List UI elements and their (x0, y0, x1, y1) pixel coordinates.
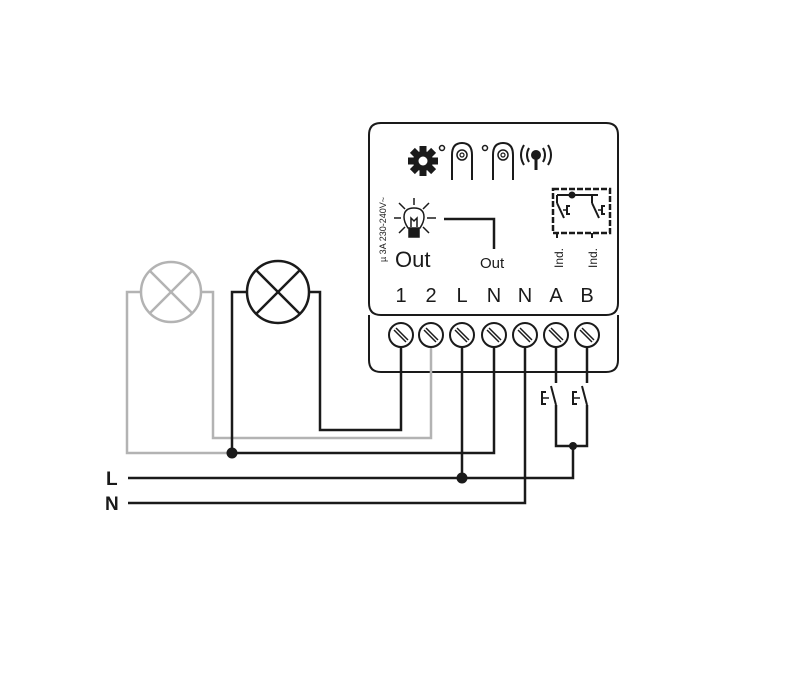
terminal-label-A: A (549, 285, 563, 307)
terminal-label-N1: N (487, 285, 501, 307)
junction-dot (456, 472, 468, 484)
terminal-screw-B (574, 322, 600, 348)
lamp-1 (139, 260, 203, 324)
terminal-screw-A (543, 322, 569, 348)
screw-terminals (388, 322, 600, 348)
light-bulb-icon (394, 198, 436, 238)
output-label-small: Out (480, 255, 505, 272)
line-label: L (106, 469, 118, 490)
terminal-screw-L (449, 322, 475, 348)
terminal-screw-N1 (481, 322, 507, 348)
output-label-large: Out (395, 247, 430, 272)
terminal-label-1: 1 (395, 285, 406, 307)
terminal-labels: 1 2 L N N A B (395, 285, 593, 307)
junction-dot (569, 442, 577, 450)
terminal-screw-2 (418, 322, 444, 348)
terminal-label-N2: N (518, 285, 532, 307)
terminal-screw-1 (388, 322, 414, 348)
rating-text: µ 3A 230-240V~ (378, 197, 388, 262)
output-symbol-line (444, 217, 496, 249)
lamp-2 (245, 259, 311, 325)
terminal-label-2: 2 (425, 285, 436, 307)
switch-input-label-a: Ind. (552, 248, 566, 268)
switch-input-label-b: Ind. (586, 248, 600, 268)
wireless-signal-icon (520, 144, 552, 170)
terminal-label-L: L (456, 285, 467, 307)
terminal-screw-N2 (512, 322, 538, 348)
indicator-dot (481, 144, 489, 152)
touch-button-icon (451, 141, 473, 180)
touch-button-icon (492, 141, 514, 180)
junction-dot (226, 447, 238, 459)
indicator-dot (438, 144, 446, 152)
push-button-A (541, 385, 557, 406)
switch-pair-icon (551, 187, 612, 238)
neutral-label: N (105, 494, 119, 515)
terminal-label-B: B (580, 285, 593, 307)
wires-gray (125, 290, 433, 455)
gear-icon (408, 146, 438, 176)
push-button-B (572, 385, 588, 406)
wires-black (128, 290, 589, 505)
